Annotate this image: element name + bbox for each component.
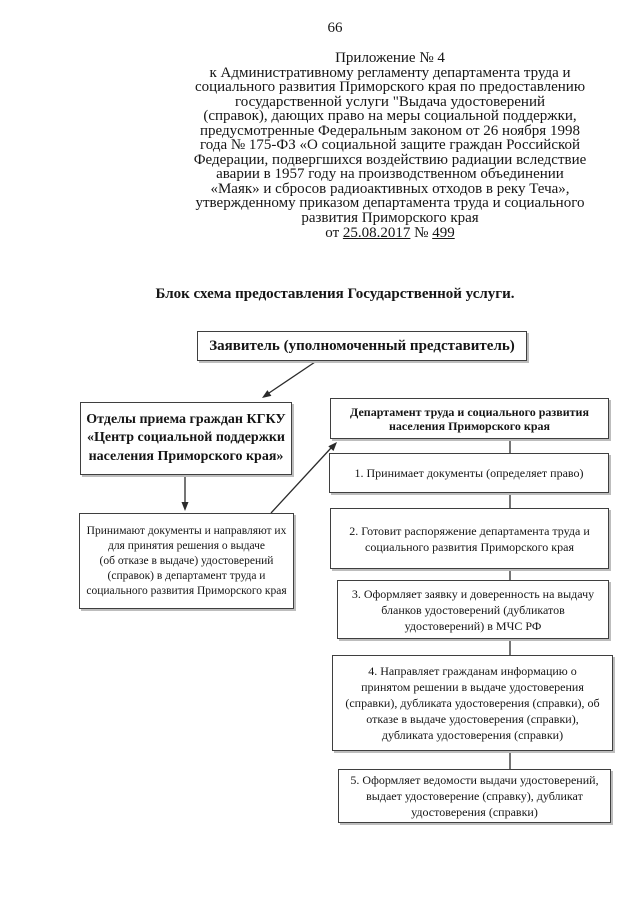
applicant-box: Заявитель (уполномоченный представитель): [197, 331, 527, 361]
header-line: (справок), дающих право на меры социальн…: [203, 108, 577, 124]
approval-date: 25.08.2017: [342, 224, 411, 241]
arrowhead-icon: [262, 390, 272, 398]
header-line: предусмотренные Федеральным законом от 2…: [200, 122, 580, 139]
step-box-3: 3. Оформляет заявку и доверенность на вы…: [337, 580, 609, 639]
header-line: государственной услуги "Выдача удостовер…: [234, 93, 546, 110]
step-box-2: 2. Готовит распоряжение департамента тру…: [330, 508, 609, 569]
flowchart-title: Блок схема предоставления Государственно…: [155, 286, 515, 302]
step-box-4: 4. Направляет гражданам информацию о при…: [332, 655, 613, 751]
arrowhead-icon: [181, 502, 189, 511]
header-line: к Административному регламенту департаме…: [209, 64, 571, 81]
header-line: аварии в 1957 году на производственном о…: [216, 166, 564, 182]
header-line: развития Приморского края: [301, 209, 479, 226]
appendix-header: Приложение № 4 к Административному регла…: [180, 51, 600, 240]
department-box: Департамент труда и социального развития…: [330, 398, 609, 439]
header-line: «Маяк» и сбросов радиоактивных отходов в…: [210, 180, 570, 197]
header-line: года № 175-ФЗ «О социальной защите гражд…: [199, 137, 581, 153]
page-number: 66: [327, 20, 343, 36]
header-line: Федерации, подвергшихся воздействию ради…: [193, 151, 587, 168]
arrowhead-icon: [328, 442, 337, 451]
approval-line: от 25.08.2017 № 499: [180, 224, 600, 241]
arrow-applicant-to-kgku: [268, 359, 319, 394]
approval-mid: №: [410, 224, 433, 241]
step-box-1: 1. Принимает документы (определяет право…: [329, 453, 609, 493]
kgku-box: Отделы приема граждан КГКУ «Центр социал…: [80, 402, 292, 475]
approval-prefix: от: [325, 224, 343, 241]
header-line: социального развития Приморского края по…: [194, 79, 586, 95]
step-box-5: 5. Оформляет ведомости выдачи удостовере…: [338, 769, 611, 823]
approval-number: 499: [432, 224, 455, 241]
kgku-action-box: Принимают документы и направляют их для …: [79, 513, 294, 609]
header-line: утвержденному приказом департамента труд…: [195, 195, 585, 211]
header-line: Приложение № 4: [335, 50, 445, 66]
